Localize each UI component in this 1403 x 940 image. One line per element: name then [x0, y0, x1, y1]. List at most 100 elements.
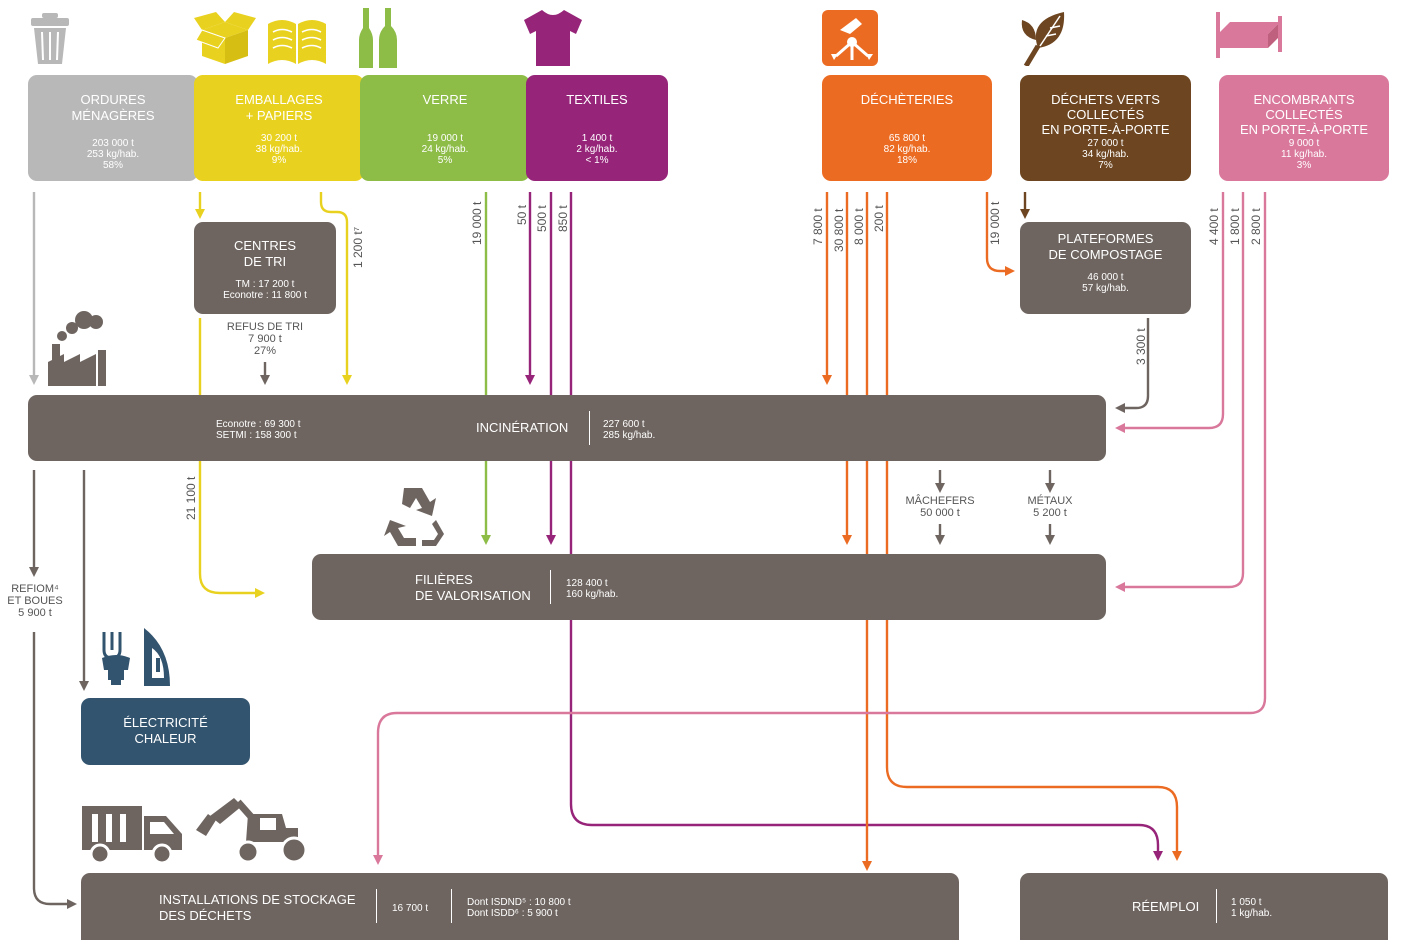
flow-label: 19 000 t: [470, 201, 484, 245]
box-share: 58%: [102, 160, 123, 171]
reemploi-per-hab: 1 kg/hab.: [1231, 908, 1273, 919]
box-emballages-papiers: EMBALLAGES + PAPIERS 30 200 t 38 kg/hab.…: [194, 75, 364, 181]
box-title: ORDURES MÉNAGÈRES: [71, 92, 155, 123]
incineration-econotre: Econotre : 69 300 t: [216, 419, 301, 430]
valorisation-per-hab: 160 kg/hab.: [566, 589, 619, 600]
light-bulb-icon: [102, 632, 130, 685]
separator: [451, 889, 452, 923]
box-title: DÉCHÈTERIES: [860, 92, 954, 107]
compost-tonnage: 46 000 t: [1087, 272, 1124, 283]
box-tonnage: 19 000 t: [426, 133, 464, 144]
box-incineration: Econotre : 69 300 t SETMI : 158 300 t IN…: [28, 395, 1106, 461]
flow-label: 1 800 t: [1228, 208, 1242, 245]
box-textiles: TEXTILES 1 400 t 2 kg/hab. < 1%: [526, 75, 668, 181]
book-icon: [268, 20, 326, 64]
flow-label: 1 200 t⁷: [351, 226, 365, 268]
box-ordures-menageres: ORDURES MÉNAGÈRES 203 000 t 253 kg/hab. …: [28, 75, 198, 181]
metaux-label: MÉTAUX 5 200 t: [1027, 495, 1073, 519]
tshirt-icon: [524, 10, 582, 66]
box-reemploi: RÉEMPLOI 1 050 t 1 kg/hab.: [1020, 873, 1388, 940]
recycling-hand-icon: [822, 10, 878, 66]
box-dechets-verts: DÉCHETS VERTS COLLECTÉS EN PORTE-À-PORTE…: [1020, 75, 1191, 181]
incineration-tonnage: 227 600 t: [603, 419, 645, 430]
flow-label: 500 t: [535, 205, 549, 232]
cardboard-box-icon: [194, 12, 256, 64]
bottles-icon: [359, 8, 397, 68]
box-share: 5%: [437, 155, 453, 166]
incineration-title: INCINÉRATION: [476, 420, 569, 435]
box-decheteries: DÉCHÈTERIES 65 800 t 82 kg/hab. 18%: [822, 75, 992, 181]
box-title: TEXTILES: [566, 92, 628, 107]
box-tonnage: 65 800 t: [888, 133, 926, 144]
refiom-label: REFIOM⁴ ET BOUES 5 900 t: [7, 583, 63, 619]
factory-icon: [48, 311, 106, 386]
recycle-icon: [384, 488, 444, 546]
electricite-title: ÉLECTRICITÉ CHALEUR: [123, 715, 208, 746]
box-title: ENCOMBRANTS COLLECTÉS EN PORTE-À-PORTE: [1239, 92, 1369, 137]
flow-label: 850 t: [556, 205, 570, 232]
trash-bin-icon: [31, 13, 69, 64]
box-share: 9%: [271, 155, 287, 166]
separator: [376, 889, 377, 923]
box-tonnage: 9 000 t: [1288, 138, 1320, 149]
mattress-icon: [1216, 12, 1282, 58]
box-per-hab: 2 kg/hab.: [576, 144, 618, 155]
box-filieres-valorisation: FILIÈRES DE VALORISATION 128 400 t 160 k…: [312, 554, 1106, 620]
box-per-hab: 11 kg/hab.: [1281, 149, 1327, 160]
box-share: 7%: [1098, 160, 1113, 171]
flow-label: 200 t: [872, 205, 886, 232]
box-title: PLATEFORMES DE COMPOSTAGE: [1048, 231, 1163, 262]
flow-label: 50 t: [515, 204, 529, 225]
compost-per-hab: 57 kg/hab.: [1082, 283, 1129, 294]
valorisation-title: FILIÈRES DE VALORISATION: [415, 572, 531, 603]
box-plateformes-compostage: PLATEFORMES DE COMPOSTAGE 46 000 t 57 kg…: [1020, 222, 1191, 314]
refus-tonnage: 7 900 t: [248, 333, 282, 345]
box-verre: VERRE 19 000 t 24 kg/hab. 5%: [360, 75, 530, 181]
incineration-per-hab: 285 kg/hab.: [603, 430, 656, 441]
stockage-isdd: Dont ISDD⁶ : 5 900 t: [467, 908, 558, 919]
refus-title: REFUS DE TRI: [226, 321, 304, 333]
stockage-title: INSTALLATIONS DE STOCKAGE DES DÉCHETS: [159, 892, 356, 923]
box-encombrants: ENCOMBRANTS COLLECTÉS EN PORTE-À-PORTE 9…: [1219, 75, 1389, 181]
box-share: < 1%: [585, 155, 609, 166]
box-title: EMBALLAGES + PAPIERS: [235, 92, 323, 123]
valorisation-tonnage: 128 400 t: [566, 578, 608, 589]
box-title: CENTRES DE TRI: [233, 238, 297, 269]
refus-share: 27%: [253, 345, 277, 357]
box-tonnage: 1 400 t: [581, 133, 613, 144]
box-share: 18%: [896, 155, 917, 166]
box-centres-de-tri: CENTRES DE TRI TM : 17 200 t Econotre : …: [194, 222, 336, 314]
box-per-hab: 253 kg/hab.: [86, 149, 140, 160]
flow-label: 8 000 t: [852, 208, 866, 245]
flow-label: 4 400 t: [1207, 208, 1221, 245]
bulldozer-icon: [196, 798, 308, 864]
flow-label: 21 100 t: [184, 476, 198, 520]
stockage-tonnage: 16 700 t: [392, 903, 429, 914]
refus-de-tri-label: REFUS DE TRI 7 900 t 27%: [215, 321, 315, 357]
box-tonnage: 203 000 t: [92, 138, 134, 149]
box-tonnage: 30 200 t: [260, 133, 298, 144]
separator: [589, 411, 590, 445]
box-share: 3%: [1296, 160, 1312, 171]
stockage-isdnd: Dont ISDND⁵ : 10 800 t: [467, 897, 571, 908]
separator: [1216, 889, 1217, 923]
reemploi-title: RÉEMPLOI: [1132, 899, 1200, 914]
tri-tm: TM : 17 200 t: [235, 279, 295, 290]
iron-icon: [144, 628, 170, 686]
incineration-setmi: SETMI : 158 300 t: [216, 430, 297, 441]
leaf-icon: [1021, 12, 1065, 66]
box-title: DÉCHETS VERTS COLLECTÉS EN PORTE-À-PORTE: [1041, 92, 1170, 137]
machefers-label: MÂCHEFERS 50 000 t: [905, 495, 975, 519]
flow-label: 19 000 t: [988, 201, 1002, 245]
box-per-hab: 34 kg/hab.: [1082, 149, 1129, 160]
separator: [550, 570, 551, 604]
box-per-hab: 38 kg/hab.: [255, 144, 303, 155]
flow-label: 3 300 t: [1134, 328, 1148, 365]
box-electricite-chaleur: ÉLECTRICITÉ CHALEUR: [81, 698, 250, 765]
box-tonnage: 27 000 t: [1087, 138, 1124, 149]
box-per-hab: 82 kg/hab.: [883, 144, 931, 155]
box-per-hab: 24 kg/hab.: [421, 144, 469, 155]
flow-label: 30 800 t: [832, 208, 846, 252]
tri-econotre: Econotre : 11 800 t: [223, 290, 307, 301]
